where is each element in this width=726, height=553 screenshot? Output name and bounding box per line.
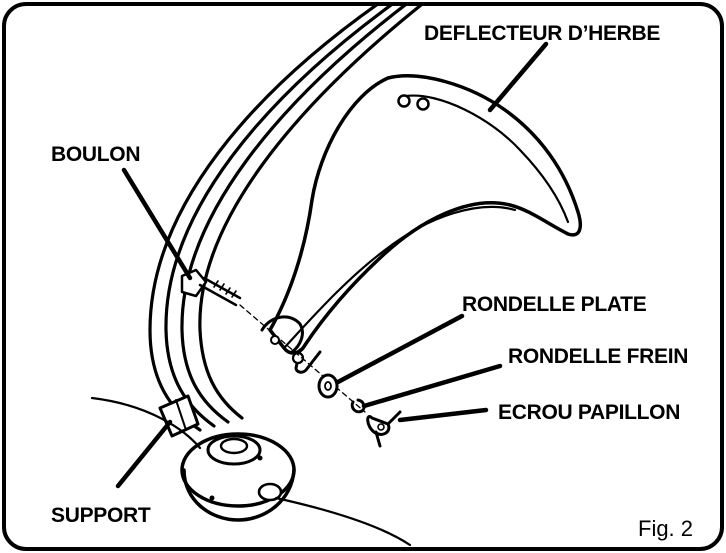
- wing-nut: [366, 410, 402, 448]
- cutting-line-right: [274, 496, 412, 547]
- label-bracket: SUPPORT: [51, 504, 151, 527]
- leader-bracket: [115, 419, 173, 489]
- trimmer-head: [180, 432, 296, 522]
- label-lock-washer: RONDELLE FREIN: [508, 345, 688, 368]
- lock-washer: [350, 398, 366, 414]
- label-bolt: BOULON: [51, 143, 140, 166]
- label-deflector: DEFLECTEUR D’HERBE: [424, 22, 660, 45]
- figure-caption: Fig. 2: [638, 516, 693, 541]
- assembly-axis: [239, 304, 366, 413]
- leader-wing-nut: [397, 407, 489, 423]
- leader-deflector: [487, 41, 549, 113]
- bolt: [180, 268, 242, 307]
- cutting-line-left: [90, 396, 202, 450]
- label-wing-nut: ECROU PAPILLON: [498, 401, 680, 424]
- label-flat-washer: RONDELLE PLATE: [462, 293, 647, 316]
- leader-flat-washer: [335, 313, 465, 385]
- leader-bolt: [121, 167, 193, 281]
- grass-deflector: [260, 74, 582, 374]
- leader-lock-washer: [361, 363, 503, 409]
- flat-washer: [317, 373, 339, 399]
